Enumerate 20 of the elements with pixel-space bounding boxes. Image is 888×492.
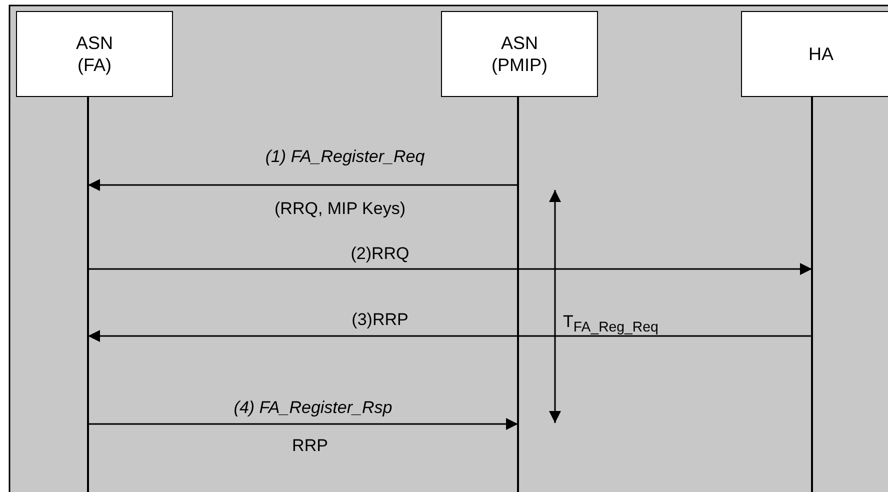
message-parameter: RRP — [292, 436, 328, 456]
participant-box — [16, 11, 173, 97]
message-label: (1) FA_Register_Req — [265, 147, 425, 167]
message-arrow — [88, 263, 812, 275]
message-arrow — [88, 418, 518, 430]
message-label: (3)RRP — [352, 310, 408, 330]
lifeline — [811, 97, 813, 492]
message-parameter: (RRQ, MIP Keys) — [274, 199, 406, 219]
message-label: (2)RRQ — [350, 244, 410, 264]
participant-name: ASN (PMIP) — [492, 32, 548, 76]
message-label: (4) FA_Register_Rsp — [234, 398, 392, 418]
message-arrow — [88, 330, 812, 342]
participant-name: ASN (FA) — [76, 32, 113, 76]
lifeline — [87, 97, 89, 492]
lifeline — [517, 97, 519, 492]
timer-label: T$_{FA_Reg_Req}$ — [563, 312, 658, 338]
participant-box — [741, 11, 888, 97]
participant-box — [441, 11, 598, 97]
message-arrow — [88, 179, 518, 191]
participant-name: HA — [808, 43, 834, 65]
